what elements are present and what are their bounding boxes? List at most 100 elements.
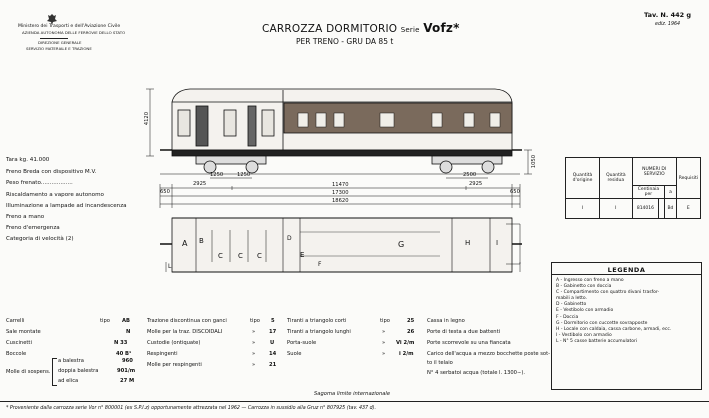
legend-item: H - Locale con caldaia, cassa carbone, a… [556,326,672,332]
col1-row-val: N 33 [114,340,128,346]
plan-label-c1: C [218,252,223,260]
dim-650a: 650 [160,189,170,195]
spring-val: 960 [122,358,133,364]
plan-label-f: F [318,261,322,268]
col2-val: 5 [271,318,275,324]
col3-type: » [382,351,386,357]
legend-item: G - Dormitorio con cuccette sovrapposte [556,320,648,326]
legend-panel: LEGENDA A - Ingresso con freno a mano B … [551,262,702,390]
cell-req1: Bd [664,198,677,219]
plan-label-c3: C [257,252,262,260]
col3-type: tipo [380,318,390,324]
col4-row: N° 4 serbatoi acqua (totale l. 1300∼). [427,370,525,376]
th-origin: Quantità d'origine [564,157,601,199]
edition: ediz. 1964 [655,22,681,27]
col3-row: Tiranti a triangolo corti [287,318,347,324]
spring-row: doppia balestra [58,368,99,374]
col4-row: Carico dell'acqua a mezzo bocchette post… [427,351,551,357]
plan-label-c2: C [238,252,243,260]
legend-item: E - Vestibolo con armadio [556,308,614,314]
col1-row: Sale montate [6,329,41,335]
floor-dim: 1050 [531,155,537,169]
legend-item: A - Ingresso con freno a mano [556,278,624,283]
col3-type: » [382,329,386,335]
plan-label-d: D [287,235,292,242]
legend-item: L - N° 5 casse batterie accumulatori [556,338,638,344]
th-requirements: Requisiti [675,157,702,199]
plan-label-h: H [465,239,471,247]
col2-row: Trazione discontinua con ganci [147,318,227,324]
cell-residual: I [599,198,633,219]
col1-row: Carrelli [6,318,25,324]
spring-val: 27 M [120,378,135,384]
col2-type: » [252,340,256,346]
header-divider [40,38,68,39]
col2-row: Respingenti [147,351,178,357]
spec-lighting: Illuminazione a lampade ad incandescenza [6,203,127,209]
cell-origin: I [564,198,601,219]
page-title: CARROZZA DORMITORIO Serie Vofz* [262,21,460,35]
agency-line: AZIENDA AUTONOMA DELLE FERROVIE DELLO ST… [22,30,126,35]
th-residual: Quantità residua [599,157,633,199]
spec-tara: Tara kg. 41.000 [6,157,50,163]
spec-weight: Peso frenato.................. [6,180,73,186]
dim-17300: 17300 [332,190,349,196]
plan-label-g: G [398,240,405,249]
dim-11470: 11470 [332,182,349,188]
page-subtitle: PER TRENO - GRU DA 85 t [296,37,394,46]
gauge-note: Sagoma limite internazionale [314,391,391,397]
spec-speed-category: Categoria di velocità (2) [6,236,74,242]
col3-type: » [382,340,386,346]
state-emblem-icon [47,10,57,25]
springs-label: Molle di sospens. [6,369,51,375]
col2-type: » [252,351,256,357]
dim-650b: 650 [510,189,520,195]
table-number: Tav. N. 442 g [644,11,692,19]
col2-val: 21 [269,362,277,368]
spring-row: a balestra [58,358,84,364]
legend-item: D - Gabinetto [556,302,587,308]
service-line: SERVIZIO MATERIALE E TRAZIONE [26,46,92,51]
col2-row: Molle per la traz. DISCOIDALI [147,329,223,335]
spec-heating: Riscaldamento a vapore autonomo [6,192,104,198]
col4-row: Cassa in legno [427,318,465,324]
legend-item: I - Vestibolo con armadio [556,332,612,338]
legend-item: F - Doccia [556,314,579,320]
spring-row: ad elica [58,378,79,384]
col4-row: Porte di testa a due battenti [427,329,501,335]
col2-type: » [252,329,256,335]
ministry-line: Ministero dei Trasporti e dell'Aviazione… [18,24,121,29]
spec-handbrake: Freno a mano [6,214,45,220]
col3-val: Vi 2/m [396,340,415,346]
footer-divider [0,401,709,402]
cell-to [658,198,666,219]
dim-1250b: 1250 [237,172,251,178]
col3-val: 25 [407,318,415,324]
col2-type: » [252,362,256,368]
legend-divider [552,274,701,275]
th-service-numbers: NUMERI DI SERVIZIO [631,157,677,186]
direction-line: DIREZIONE GENERALE [38,40,82,45]
legend-item: C - Compartimento con quattro divani tra… [556,290,660,296]
spring-val: 901/m [117,368,136,374]
col2-val: 14 [269,351,277,357]
spec-brake: Freno Breda con dispositivo M.V. [6,169,97,175]
col1-row-type: tipo [100,318,110,324]
footnote: * Proveniente dalla carrozza serie Vor n… [6,406,377,411]
cell-req2: E [675,198,702,219]
cell-number: 814016 [631,198,660,219]
col2-val: 17 [269,329,277,335]
col1-row-val: AB [122,318,130,324]
dim-2925b: 2925 [469,181,483,187]
plan-label-i: I [496,239,499,247]
height-dim: 4120 [144,112,150,126]
legend-item: B - Gabinetto con doccia [556,284,612,290]
plan-label-a: A [182,239,188,248]
dim-2925a: 2925 [193,181,207,187]
col2-row: Molle per respingenti [147,362,202,368]
col1-row-val: N [126,329,131,335]
service-number-table: Quantità d'origine Quantità residua NUME… [564,157,702,219]
col4-row: to il telaio [427,360,453,366]
dim-2500: 2500 [463,172,477,178]
